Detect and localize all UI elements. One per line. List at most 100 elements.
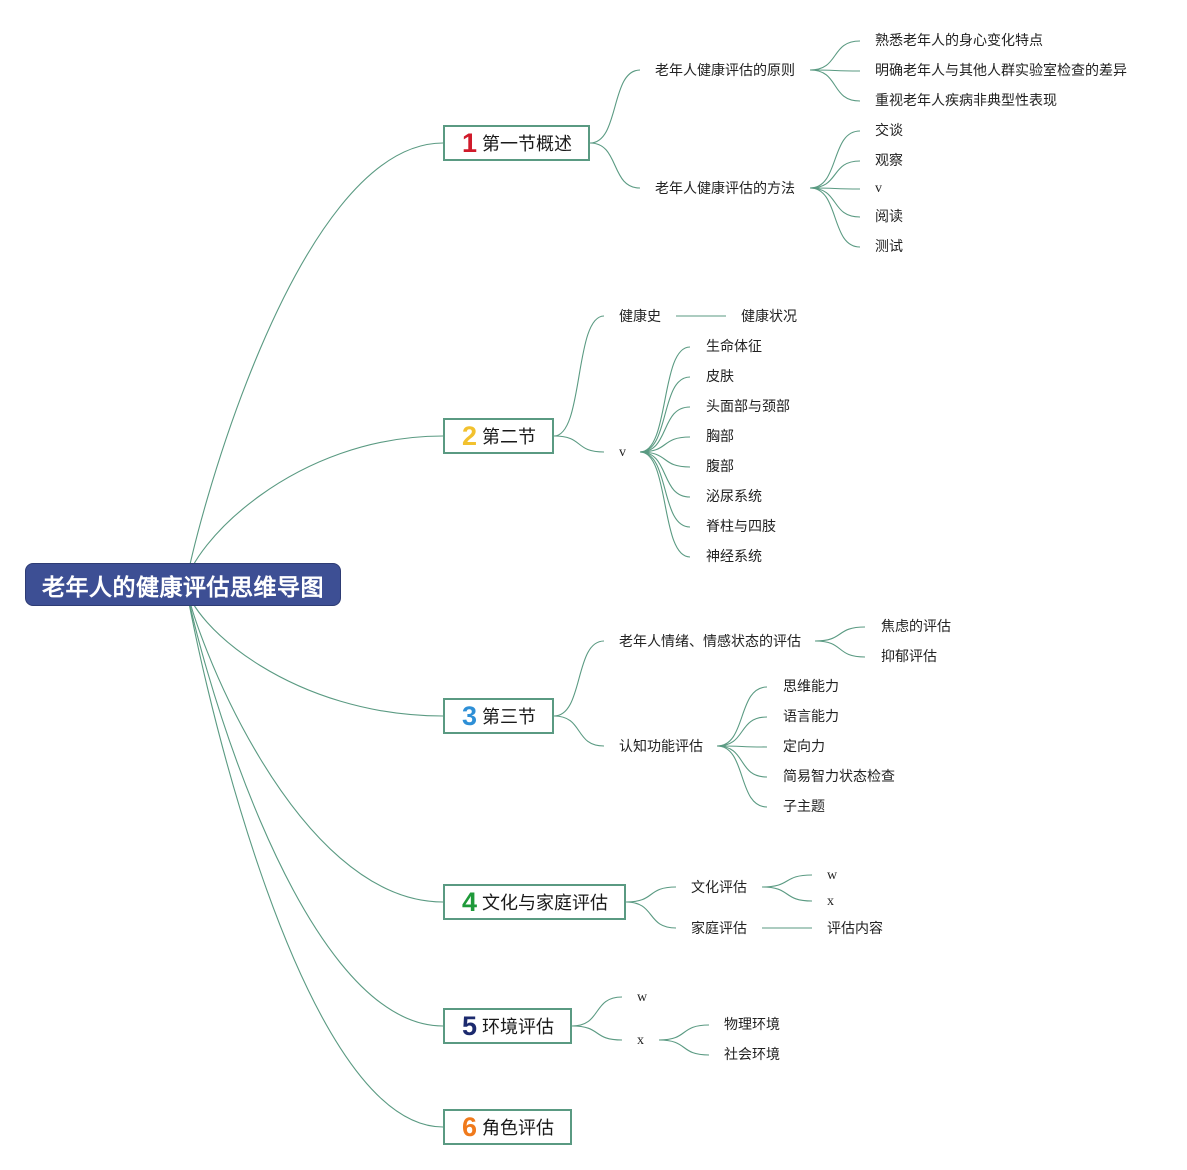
connector-line-23 [639,451,691,468]
leaf-social-env[interactable]: 社会环境 [724,1047,780,1063]
leaf-exam-4[interactable]: 胸部 [706,429,734,445]
leaf-method-1[interactable]: 交谈 [875,123,903,139]
connector-line-27 [553,640,605,717]
leaf-cognition-1[interactable]: 思维能力 [783,679,839,695]
connector-line-26 [639,451,691,558]
subtopic-emotion[interactable]: 老年人情绪、情感状态的评估 [619,634,801,650]
leaf-family-content[interactable]: 评估内容 [827,921,883,937]
connector-line-21 [639,406,691,453]
connector-line-25 [639,451,691,528]
leaf-exam-7[interactable]: 脊柱与四肢 [706,519,776,535]
branch-4-label: 文化与家庭评估 [482,893,609,914]
branch-1-label: 第一节概述 [482,134,573,155]
connector-line-10 [809,69,861,102]
leaf-principle-1[interactable]: 熟悉老年人的身心变化特点 [875,33,1043,49]
connector-line-32 [716,716,768,747]
leaf-cognition-5[interactable]: 子主题 [783,799,825,815]
leaf-exam-8[interactable]: 神经系统 [706,549,762,565]
leaf-exam-1[interactable]: 生命体征 [706,339,762,355]
connector-line-12 [809,160,861,189]
leaf-method-4[interactable]: 阅读 [875,209,903,225]
subtopic-cognition[interactable]: 认知功能评估 [619,739,703,755]
connector-line-6 [589,69,641,144]
subtopic-principles[interactable]: 老年人健康评估的原则 [655,63,795,79]
connector-line-16 [553,315,605,437]
leaf-anxiety[interactable]: 焦虑的评估 [881,619,951,635]
branch-6[interactable]: 6 角色评估 [443,1109,572,1145]
connector-line-20 [639,376,691,453]
subtopic-env-x[interactable]: x [637,1033,644,1048]
connector-line-4 [185,584,444,1027]
branch-6-label: 角色评估 [482,1118,555,1139]
connector-line-22 [639,436,691,453]
number-3-icon: 3 [462,700,478,731]
leaf-method-3[interactable]: v [875,181,882,196]
connector-line-31 [716,686,768,747]
connector-line-8 [809,40,861,71]
connector-line-28 [553,715,605,747]
subtopic-env-w[interactable]: w [637,990,648,1005]
connector-line-42 [571,1025,623,1041]
leaf-cognition-3[interactable]: 定向力 [783,739,825,755]
number-5-icon: 5 [462,1010,478,1041]
connector-line-29 [814,626,866,642]
connector-line-14 [809,187,861,218]
leaf-health-status[interactable]: 健康状况 [741,309,797,325]
connector-line-15 [809,187,861,248]
connector-line-35 [716,745,768,808]
subtopic-health-history[interactable]: 健康史 [619,309,661,325]
connector-line-33 [716,745,768,748]
branch-1[interactable]: 1 第一节概述 [443,125,590,161]
branch-3[interactable]: 3 第三节 [443,698,554,734]
leaf-principle-2[interactable]: 明确老年人与其他人群实验室检查的差异 [875,63,1127,79]
connector-line-19 [639,346,691,453]
connector-line-30 [814,640,866,658]
leaf-principle-3[interactable]: 重视老年人疾病非典型性表现 [875,93,1057,109]
connector-line-36 [625,886,677,903]
connector-line-39 [761,886,813,902]
leaf-exam-2[interactable]: 皮肤 [706,369,734,385]
branch-2[interactable]: 2 第二节 [443,418,554,454]
leaf-physical-env[interactable]: 物理环境 [724,1017,780,1033]
leaf-exam-5[interactable]: 腹部 [706,459,734,475]
leaf-culture-x[interactable]: x [827,894,834,909]
subtopic-family[interactable]: 家庭评估 [691,921,747,937]
branch-5[interactable]: 5 环境评估 [443,1008,572,1044]
leaf-method-5[interactable]: 测试 [875,239,903,255]
connector-line-5 [185,584,444,1128]
connector-line-0 [185,142,444,586]
leaf-method-2[interactable]: 观察 [875,153,903,169]
number-1-icon: 1 [462,127,478,158]
leaf-exam-3[interactable]: 头面部与颈部 [706,399,790,415]
leaf-exam-6[interactable]: 泌尿系统 [706,489,762,505]
subtopic-culture[interactable]: 文化评估 [691,880,747,896]
branch-4[interactable]: 4 文化与家庭评估 [443,884,626,920]
root-topic[interactable]: 老年人的健康评估思维导图 [25,563,341,606]
connector-line-44 [658,1039,710,1056]
branch-5-label: 环境评估 [482,1017,555,1038]
connector-line-41 [571,996,623,1027]
connector-line-17 [553,435,605,453]
connector-line-11 [809,130,861,189]
leaf-cognition-2[interactable]: 语言能力 [783,709,839,725]
connector-line-24 [639,451,691,498]
branch-2-label: 第二节 [482,427,537,448]
connector-line-9 [809,69,861,72]
connector-line-3 [185,584,444,903]
connector-line-13 [809,187,861,190]
connector-line-38 [761,874,813,888]
connector-line-7 [589,142,641,189]
connector-line-43 [658,1024,710,1041]
connector-line-37 [625,901,677,929]
subtopic-v[interactable]: v [619,445,626,460]
number-4-icon: 4 [462,886,478,917]
leaf-depression[interactable]: 抑郁评估 [881,649,937,665]
number-2-icon: 2 [462,420,478,451]
leaf-culture-w[interactable]: w [827,868,838,883]
branch-3-label: 第三节 [482,707,537,728]
leaf-cognition-4[interactable]: 简易智力状态检查 [783,769,895,785]
connector-line-34 [716,745,768,778]
subtopic-methods[interactable]: 老年人健康评估的方法 [655,181,795,197]
number-6-icon: 6 [462,1111,478,1142]
